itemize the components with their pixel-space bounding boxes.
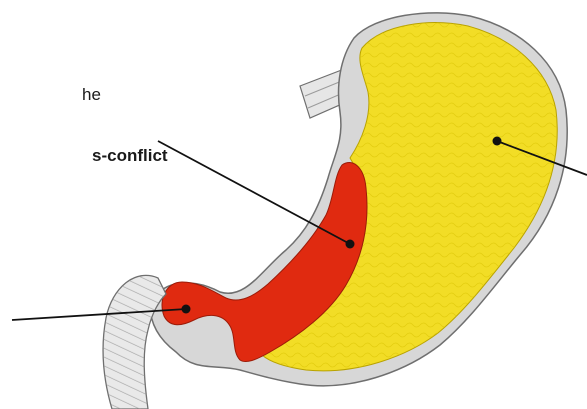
label-top-fragment: he [82,85,101,105]
pointer-dot-left [182,305,191,314]
pointer-dot-right [493,137,502,146]
pointer-line-middle [158,141,350,244]
duodenum [103,275,166,409]
label-conflict-fragment: s-conflict [92,146,168,166]
pointer-dot-middle [346,240,355,249]
